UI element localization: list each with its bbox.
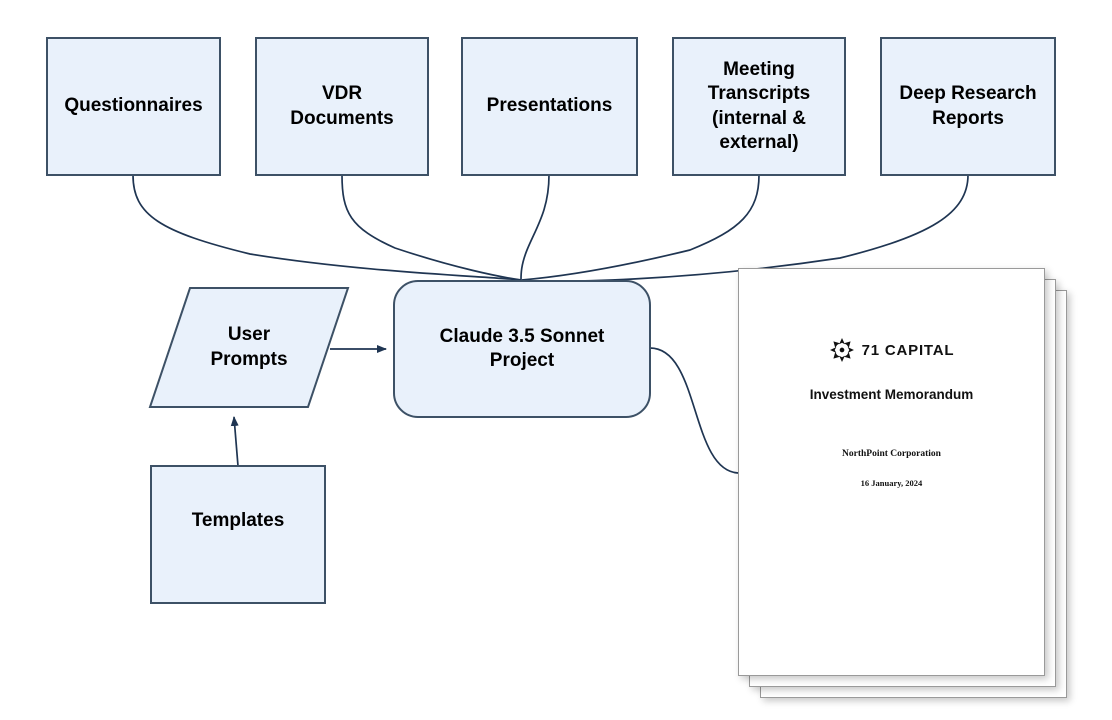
node-questionnaires[interactable]	[46, 37, 221, 176]
document-date: 16 January, 2024	[860, 478, 923, 488]
node-presentations[interactable]	[461, 37, 638, 176]
connector-questionnaires-to-project	[132, 174, 522, 281]
starburst-icon	[829, 338, 854, 362]
node-claude-project[interactable]	[393, 280, 651, 418]
node-meeting-transcripts[interactable]	[672, 37, 846, 176]
connector-transcripts-to-project	[521, 174, 760, 281]
document-title: Investment Memorandum	[809, 387, 974, 402]
connector-presentations-to-project	[520, 174, 550, 281]
document-cover: 71 CAPITAL Investment Memorandum NorthPo…	[739, 269, 1044, 675]
document-company: NorthPoint Corporation	[842, 449, 941, 459]
connector-vdr-to-project	[341, 174, 522, 281]
document-logo-text: 71 CAPITAL	[861, 341, 955, 359]
connector-project-to-document	[649, 347, 739, 474]
node-user-prompts[interactable]	[148, 287, 350, 408]
node-templates[interactable]	[150, 465, 326, 604]
connector-templates-to-prompts	[230, 416, 239, 467]
node-vdr-documents[interactable]	[255, 37, 429, 176]
document-logo: 71 CAPITAL	[739, 337, 1044, 363]
document-sheet-front[interactable]: 71 CAPITAL Investment Memorandum NorthPo…	[738, 268, 1045, 676]
node-deep-research-reports[interactable]	[880, 37, 1056, 176]
